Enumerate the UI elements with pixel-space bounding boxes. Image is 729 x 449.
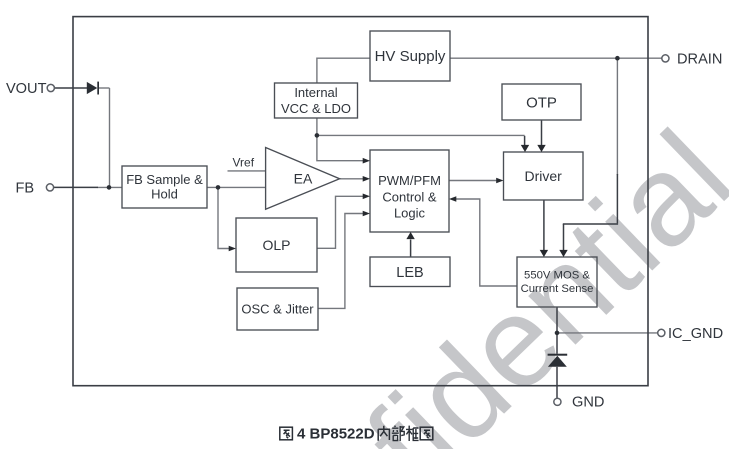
svg-text:Driver: Driver [525,168,563,184]
svg-text:DRAIN: DRAIN [677,51,722,67]
svg-text:HV Supply: HV Supply [375,48,446,65]
svg-text:VCC & LDO: VCC & LDO [281,101,351,116]
svg-text:Logic: Logic [394,206,426,221]
svg-text:GND: GND [572,395,604,411]
svg-text:FB: FB [16,180,35,196]
svg-text:Current Sense: Current Sense [521,283,594,295]
svg-text:FB Sample &: FB Sample & [126,172,203,187]
svg-text:4 BP8522D: 4 BP8522D [297,426,375,443]
svg-text:Control &: Control & [382,189,437,204]
svg-text:OLP: OLP [262,237,290,253]
svg-text:PWM/PFM: PWM/PFM [378,173,441,188]
svg-text:OSC & Jitter: OSC & Jitter [241,302,314,317]
svg-text:Internal: Internal [294,85,337,100]
svg-text:OTP: OTP [526,94,557,111]
svg-text:550V MOS &: 550V MOS & [524,269,590,281]
svg-text:Vref: Vref [233,156,255,170]
svg-text:EA: EA [294,171,313,187]
svg-text:LEB: LEB [396,265,423,281]
svg-text:IC_GND: IC_GND [668,326,723,342]
svg-text:Hold: Hold [151,187,178,202]
svg-text:VOUT: VOUT [6,81,47,97]
